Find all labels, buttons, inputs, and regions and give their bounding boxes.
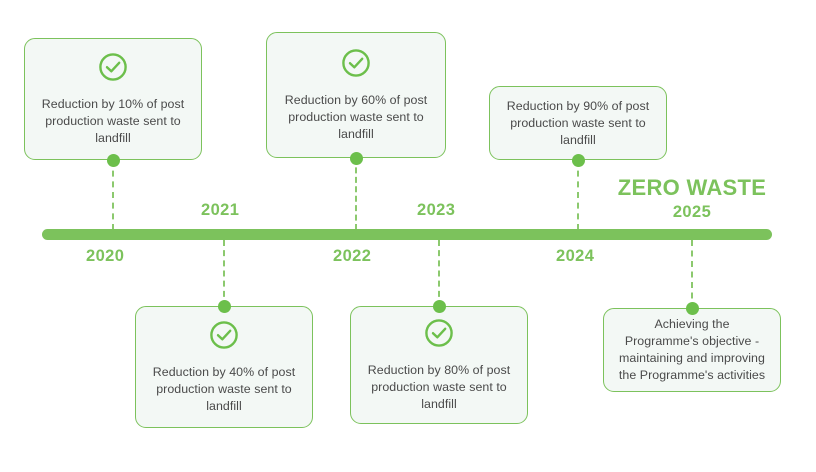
connector-2021	[223, 240, 225, 307]
milestone-text: Reduction by 90% of post production wast…	[506, 98, 650, 147]
node-dot-2025[interactable]	[686, 302, 699, 315]
check-circle-icon	[341, 48, 371, 83]
timeline-bar	[42, 229, 772, 240]
milestone-text: Reduction by 80% of post production wast…	[367, 362, 511, 411]
node-dot-2022[interactable]	[350, 152, 363, 165]
connector-2023	[438, 240, 440, 307]
year-label-2023: 2023	[417, 201, 456, 219]
year-label-2021: 2021	[201, 201, 240, 219]
milestone-text: Achieving the Programme's objective - ma…	[618, 317, 766, 382]
year-label-2024: 2024	[556, 247, 595, 265]
connector-2025	[691, 240, 693, 309]
milestone-card-2022[interactable]: Reduction by 60% of post production wast…	[266, 32, 446, 158]
milestone-text: Reduction by 40% of post production wast…	[152, 364, 296, 413]
year-label-2025: 2025	[672, 203, 712, 221]
year-label-2020: 2020	[86, 247, 125, 265]
connector-2024	[577, 160, 579, 230]
milestone-card-2020[interactable]: Reduction by 10% of post production wast…	[24, 38, 202, 160]
node-dot-2023[interactable]	[433, 300, 446, 313]
node-dot-2020[interactable]	[107, 154, 120, 167]
milestone-card-2025[interactable]: Achieving the Programme's objective - ma…	[603, 308, 781, 392]
milestone-text: Reduction by 10% of post production wast…	[41, 96, 185, 145]
year-label-2022: 2022	[333, 247, 372, 265]
node-dot-2024[interactable]	[572, 154, 585, 167]
connector-2020	[112, 160, 114, 230]
milestone-text: Reduction by 60% of post production wast…	[284, 92, 428, 141]
milestone-card-2021[interactable]: Reduction by 40% of post production wast…	[135, 306, 313, 428]
zero-waste-title: ZERO WASTE	[617, 175, 767, 200]
milestone-card-2024[interactable]: Reduction by 90% of post production wast…	[489, 86, 667, 160]
check-circle-icon	[424, 318, 454, 353]
check-circle-icon	[209, 320, 239, 355]
node-dot-2021[interactable]	[218, 300, 231, 313]
connector-2022	[355, 158, 357, 230]
zero-waste-block: ZERO WASTE 2025	[604, 176, 780, 222]
check-circle-icon	[98, 52, 128, 87]
milestone-card-2023[interactable]: Reduction by 80% of post production wast…	[350, 306, 528, 424]
